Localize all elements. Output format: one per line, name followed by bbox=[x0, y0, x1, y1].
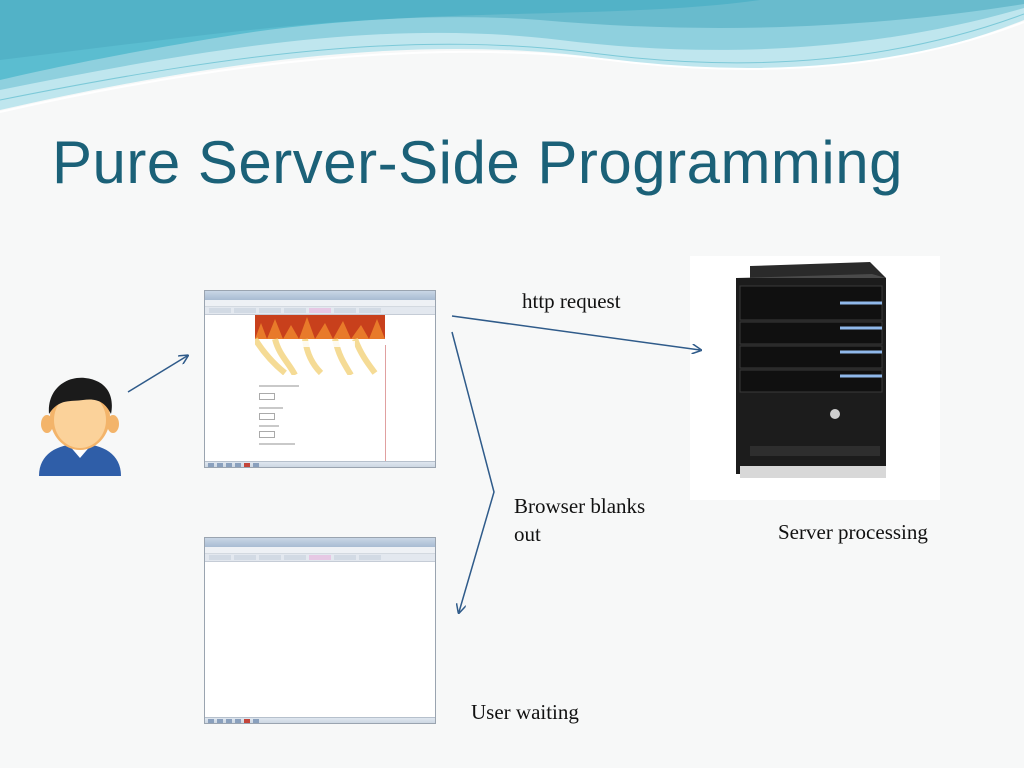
browser-titlebar bbox=[205, 291, 435, 300]
slide-title: Pure Server-Side Programming bbox=[52, 129, 903, 196]
browser-titlebar bbox=[205, 538, 435, 547]
server-processing-label: Server processing bbox=[778, 520, 928, 544]
browser-menubar bbox=[205, 300, 435, 307]
browser-tabbar bbox=[205, 307, 435, 315]
os-taskbar bbox=[205, 717, 435, 723]
browser-page-content bbox=[205, 315, 435, 461]
header-wave-decoration bbox=[0, 0, 1024, 113]
browser-menubar bbox=[205, 547, 435, 554]
browser-window-blank bbox=[204, 537, 436, 724]
user-avatar-icon bbox=[39, 377, 121, 476]
arrow-user-to-browser bbox=[127, 356, 187, 393]
browser-blank-content bbox=[205, 562, 435, 717]
browser-blanks-label-line1: Browser blanks bbox=[514, 494, 646, 518]
flame-banner-image bbox=[255, 315, 385, 375]
user-waiting-label: User waiting bbox=[471, 700, 579, 724]
http-request-label: http request bbox=[522, 289, 621, 313]
server-tower-icon bbox=[690, 256, 940, 500]
browser-blanks-label-line2: out bbox=[514, 522, 541, 546]
browser-tabbar bbox=[205, 554, 435, 562]
arrow-browser-blank bbox=[451, 331, 495, 612]
os-taskbar bbox=[205, 461, 435, 467]
arrow-http-request bbox=[451, 315, 700, 350]
browser-window-form bbox=[204, 290, 436, 468]
